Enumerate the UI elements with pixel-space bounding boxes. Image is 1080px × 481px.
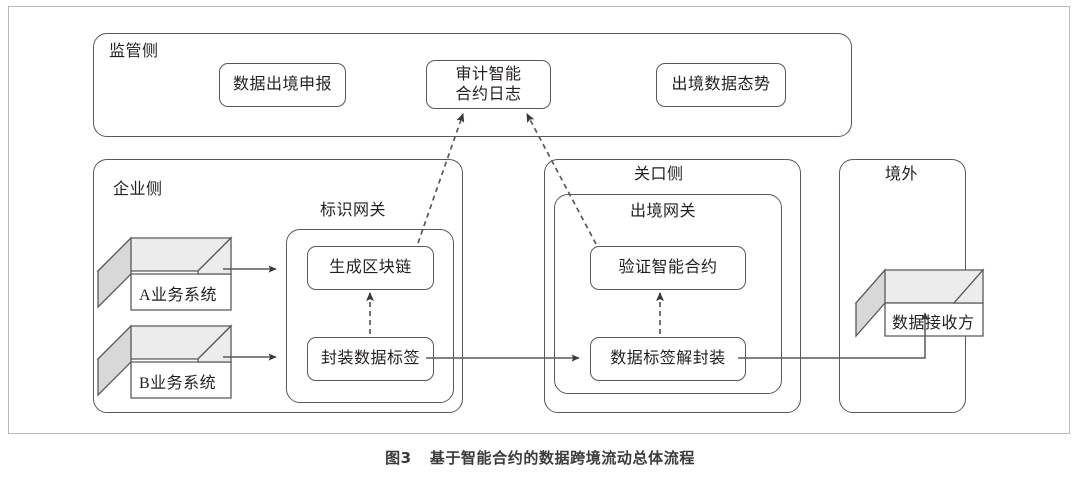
regulator-box-situation[interactable]: 出境数据态势	[656, 63, 786, 107]
figure-caption-number: 图3	[385, 449, 412, 467]
zone-customs	[544, 159, 801, 413]
zone-id-gateway-label: 标识网关	[320, 202, 387, 219]
figure-caption-text: 基于智能合约的数据跨境流动总体流程	[429, 449, 695, 467]
cube-data-receiver[interactable]: 数据接收方	[854, 262, 989, 342]
id-gateway-box-generate-chain[interactable]: 生成区块链	[307, 246, 434, 290]
cube-a-business-system-label: A业务系统	[139, 287, 218, 304]
zone-exit-gateway-label: 出境网关	[630, 203, 697, 220]
id-gateway-box-wrap-tag[interactable]: 封装数据标签	[307, 337, 434, 381]
exit-gateway-box-unwrap-tag[interactable]: 数据标签解封装	[590, 337, 746, 381]
zone-overseas-label: 境外	[885, 166, 919, 183]
zone-enterprise-label: 企业侧	[113, 181, 163, 198]
cube-b-business-system-label: B业务系统	[139, 375, 217, 392]
regulator-box-declaration[interactable]: 数据出境申报	[219, 63, 346, 107]
zone-exit-gateway	[554, 194, 782, 394]
zone-enterprise	[93, 159, 463, 413]
figure-outer-frame: 监管侧 数据出境申报 审计智能 合约日志 出境数据态势 企业侧 A业务系统 B业…	[8, 6, 1070, 434]
zone-customs-label: 关口侧	[634, 166, 684, 183]
zone-id-gateway	[286, 229, 454, 403]
exit-gateway-box-verify-contract[interactable]: 验证智能合约	[590, 246, 746, 290]
zone-regulator	[93, 33, 852, 137]
regulator-box-audit-log[interactable]: 审计智能 合约日志	[426, 60, 551, 109]
figure-caption: 图3 基于智能合约的数据跨境流动总体流程	[0, 447, 1080, 468]
audit-log-line-2: 合约日志	[455, 85, 522, 103]
cube-data-receiver-label: 数据接收方	[892, 315, 975, 332]
zone-regulator-label: 监管侧	[109, 43, 159, 60]
cube-b-business-system[interactable]: B业务系统	[96, 317, 233, 399]
audit-log-line-1: 审计智能	[455, 65, 522, 83]
cube-a-business-system[interactable]: A业务系统	[96, 229, 233, 311]
